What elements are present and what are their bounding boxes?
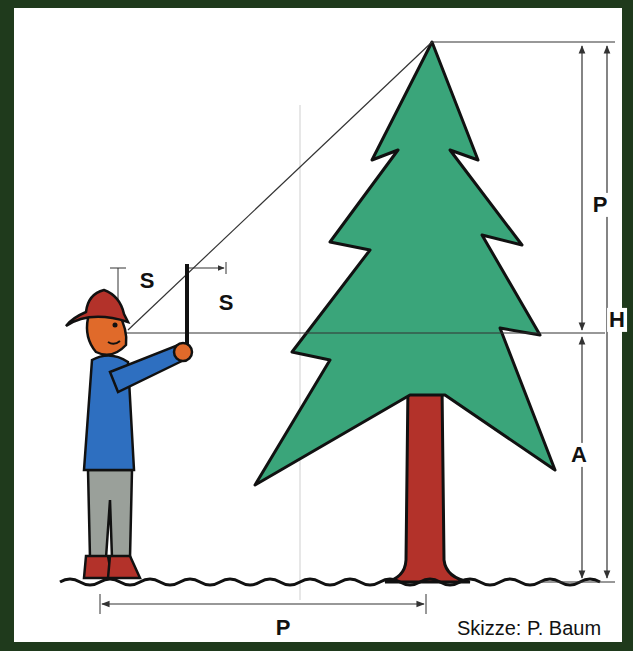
credit-note: Skizze: P. Baum (455, 617, 603, 639)
measuring-stick (185, 264, 189, 345)
dimension-tick (226, 262, 227, 274)
ground-line (60, 579, 600, 585)
dimension-line (581, 46, 582, 330)
tree-crown (255, 42, 555, 485)
tree-trunk (385, 385, 470, 582)
base-line (540, 581, 615, 582)
sight-line (128, 42, 432, 330)
dimension-letter: A (569, 443, 589, 467)
dimension-letter: S (138, 269, 157, 293)
dimension-tick (100, 594, 101, 614)
forester-figure (66, 290, 192, 578)
dimension-line (187, 268, 224, 269)
top-line (432, 41, 615, 42)
dimension-letter: P (591, 193, 610, 217)
eye-level-line (125, 332, 605, 333)
dimension-line (102, 603, 424, 604)
dimension-tick (426, 594, 427, 614)
dimension-tick (110, 268, 126, 269)
dimension-letter: H (607, 308, 627, 332)
dimension-letter: P (274, 616, 293, 640)
dimension-letter: S (217, 291, 236, 315)
